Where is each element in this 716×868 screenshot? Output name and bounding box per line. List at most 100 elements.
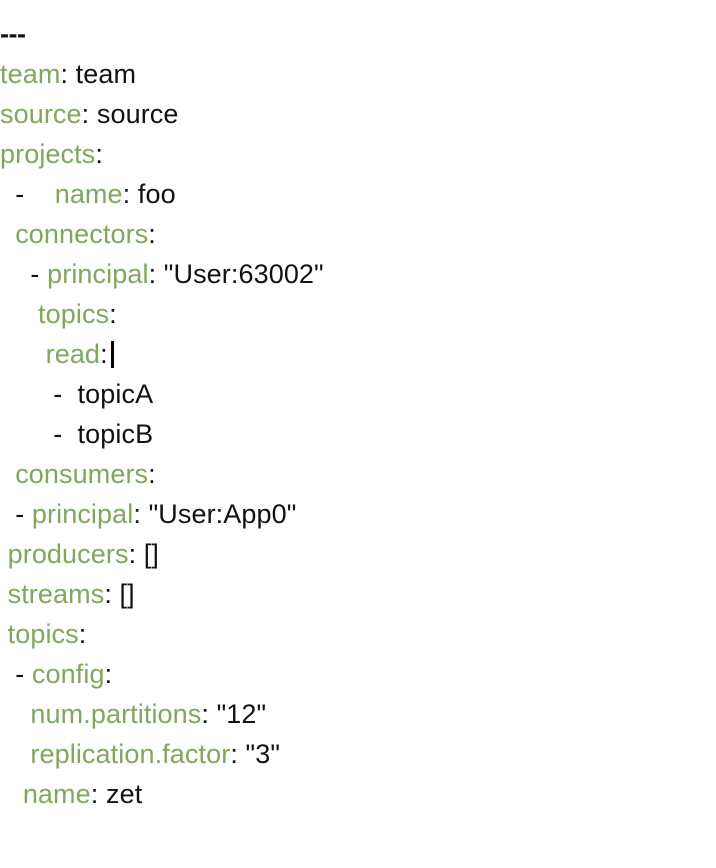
key-colon: : [81, 99, 90, 129]
yaml-line[interactable]: connectors: [0, 214, 716, 254]
sequence-dash: - [53, 379, 63, 409]
line-indent [0, 614, 8, 654]
yaml-line[interactable]: topics: [0, 614, 716, 654]
yaml-key: source [0, 99, 82, 129]
sequence-dash: - [30, 259, 40, 289]
key-colon: : [128, 539, 137, 569]
sequence-dash: - [53, 419, 63, 449]
yaml-value: topicB [77, 419, 154, 449]
yaml-line[interactable]: producers: [] [0, 534, 716, 574]
key-colon: : [133, 499, 141, 529]
value-space [89, 94, 97, 134]
key-colon: : [230, 739, 238, 769]
key-colon: : [100, 339, 108, 369]
key-colon: : [201, 699, 209, 729]
yaml-key: consumers [15, 459, 149, 489]
yaml-line[interactable]: num.partitions: "12" [0, 694, 716, 734]
key-colon: : [122, 179, 131, 209]
yaml-key: principal [47, 259, 149, 289]
value-space [70, 414, 78, 454]
yaml-line[interactable]: - principal: "User:63002" [0, 254, 716, 294]
yaml-line[interactable]: - config: [0, 654, 716, 694]
sequence-dash: - [15, 179, 25, 209]
dash-gap [24, 654, 32, 694]
line-indent [0, 334, 46, 374]
value-space [238, 734, 246, 774]
line-indent [0, 374, 53, 414]
document-start-marker: --- [0, 19, 26, 49]
yaml-key: team [0, 59, 61, 89]
yaml-key: replication.factor [30, 739, 231, 769]
key-colon: : [148, 459, 156, 489]
dash-gap [24, 174, 54, 214]
value-space [156, 254, 164, 294]
yaml-key: streams [7, 579, 105, 609]
yaml-line[interactable]: team: team [0, 54, 716, 94]
yaml-line[interactable]: - topicA [0, 374, 716, 414]
value-space [70, 374, 78, 414]
value-space [141, 494, 149, 534]
yaml-line[interactable]: replication.factor: "3" [0, 734, 716, 774]
value-space [112, 574, 120, 614]
yaml-key: num.partitions [30, 699, 202, 729]
yaml-line[interactable]: - topicB [0, 414, 716, 454]
key-colon: : [104, 579, 112, 609]
yaml-line[interactable]: streams: [] [0, 574, 716, 614]
sequence-dash: - [15, 499, 25, 529]
key-colon: : [109, 299, 117, 329]
yaml-line[interactable]: name: zet [0, 774, 716, 814]
yaml-key: topics [7, 619, 79, 649]
yaml-key: producers [7, 539, 129, 569]
yaml-key: projects [0, 139, 96, 169]
key-colon: : [78, 619, 87, 649]
yaml-value: "3" [245, 739, 281, 769]
key-colon: : [104, 659, 113, 689]
key-colon: : [60, 59, 69, 89]
sequence-dash: - [15, 659, 25, 689]
yaml-key: name [54, 179, 123, 209]
line-indent [0, 574, 8, 614]
dash-gap [62, 374, 70, 414]
yaml-value: [] [143, 539, 159, 569]
yaml-line[interactable]: - principal: "User:App0" [0, 494, 716, 534]
yaml-value: [] [119, 579, 135, 609]
yaml-line[interactable]: - name: foo [0, 174, 716, 214]
yaml-key: topics [38, 299, 110, 329]
key-colon: : [95, 139, 103, 169]
line-indent [0, 214, 15, 254]
yaml-line[interactable]: --- [0, 14, 716, 54]
yaml-key: read [45, 339, 101, 369]
dash-gap [40, 254, 48, 294]
yaml-line[interactable]: topics: [0, 294, 716, 334]
yaml-value: source [96, 99, 179, 129]
yaml-value: topicA [77, 379, 154, 409]
yaml-key: connectors [15, 219, 149, 249]
yaml-key: name [22, 779, 91, 809]
key-colon: : [148, 259, 157, 289]
dash-gap [24, 494, 32, 534]
yaml-value: "12" [216, 699, 267, 729]
line-indent [0, 174, 15, 214]
line-indent [0, 454, 15, 494]
yaml-line[interactable]: projects: [0, 134, 716, 174]
value-space [98, 774, 106, 814]
yaml-key: principal [31, 499, 134, 529]
dash-gap [62, 414, 70, 454]
yaml-key: config [31, 659, 105, 689]
line-indent [0, 494, 15, 534]
key-colon: : [148, 219, 156, 249]
yaml-value: zet [105, 779, 143, 809]
yaml-value: "User:App0" [148, 499, 297, 529]
yaml-line[interactable]: consumers: [0, 454, 716, 494]
line-indent [0, 774, 23, 814]
key-colon: : [90, 779, 99, 809]
value-space [209, 694, 217, 734]
yaml-line[interactable]: read: [0, 334, 716, 374]
yaml-value: team [75, 59, 137, 89]
line-indent [0, 694, 30, 734]
text-cursor-caret [110, 341, 114, 368]
line-indent [0, 254, 30, 294]
yaml-line[interactable]: source: source [0, 94, 716, 134]
